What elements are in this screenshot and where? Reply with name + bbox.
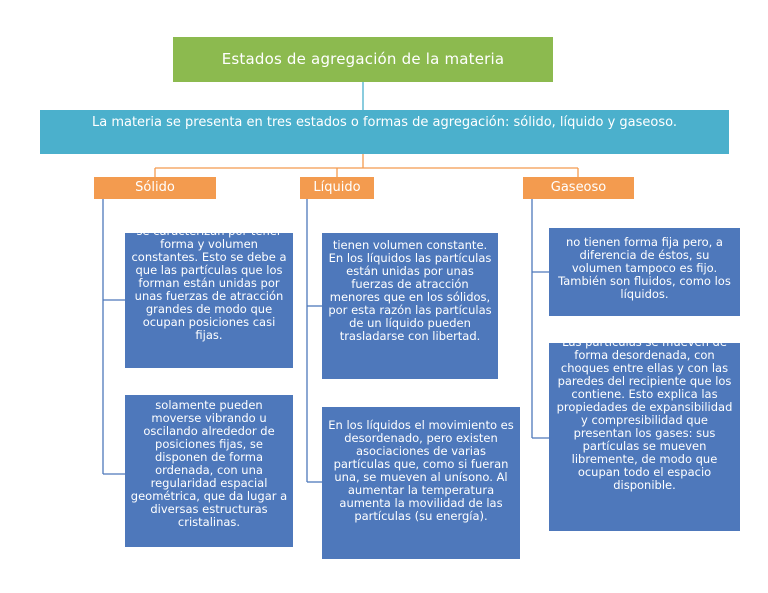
solid-description-1-text: se caracterizan por tener forma y volume… bbox=[131, 233, 287, 342]
diagram-title: Estados de agregación de la materia bbox=[173, 37, 553, 82]
gas-description-2-text: Las partículas se mueven de forma desord… bbox=[556, 343, 733, 492]
category-gas: Gaseoso bbox=[523, 177, 634, 199]
category-solid: Sólido bbox=[94, 177, 216, 199]
gas-description-1: no tienen forma fija pero, a diferencia … bbox=[549, 228, 740, 316]
category-liquid: Líquido bbox=[300, 177, 374, 199]
liquid-description-2: En los líquidos el movimiento es desorde… bbox=[322, 407, 520, 559]
solid-description-2: solamente pueden moverse vibrando u osci… bbox=[125, 395, 293, 547]
liquid-description-1: tienen volumen constante. En los líquido… bbox=[322, 233, 498, 379]
solid-description-1: se caracterizan por tener forma y volume… bbox=[125, 233, 293, 368]
intro-statement: La materia se presenta en tres estados o… bbox=[40, 110, 729, 154]
gas-description-2: Las partículas se mueven de forma desord… bbox=[549, 343, 740, 531]
